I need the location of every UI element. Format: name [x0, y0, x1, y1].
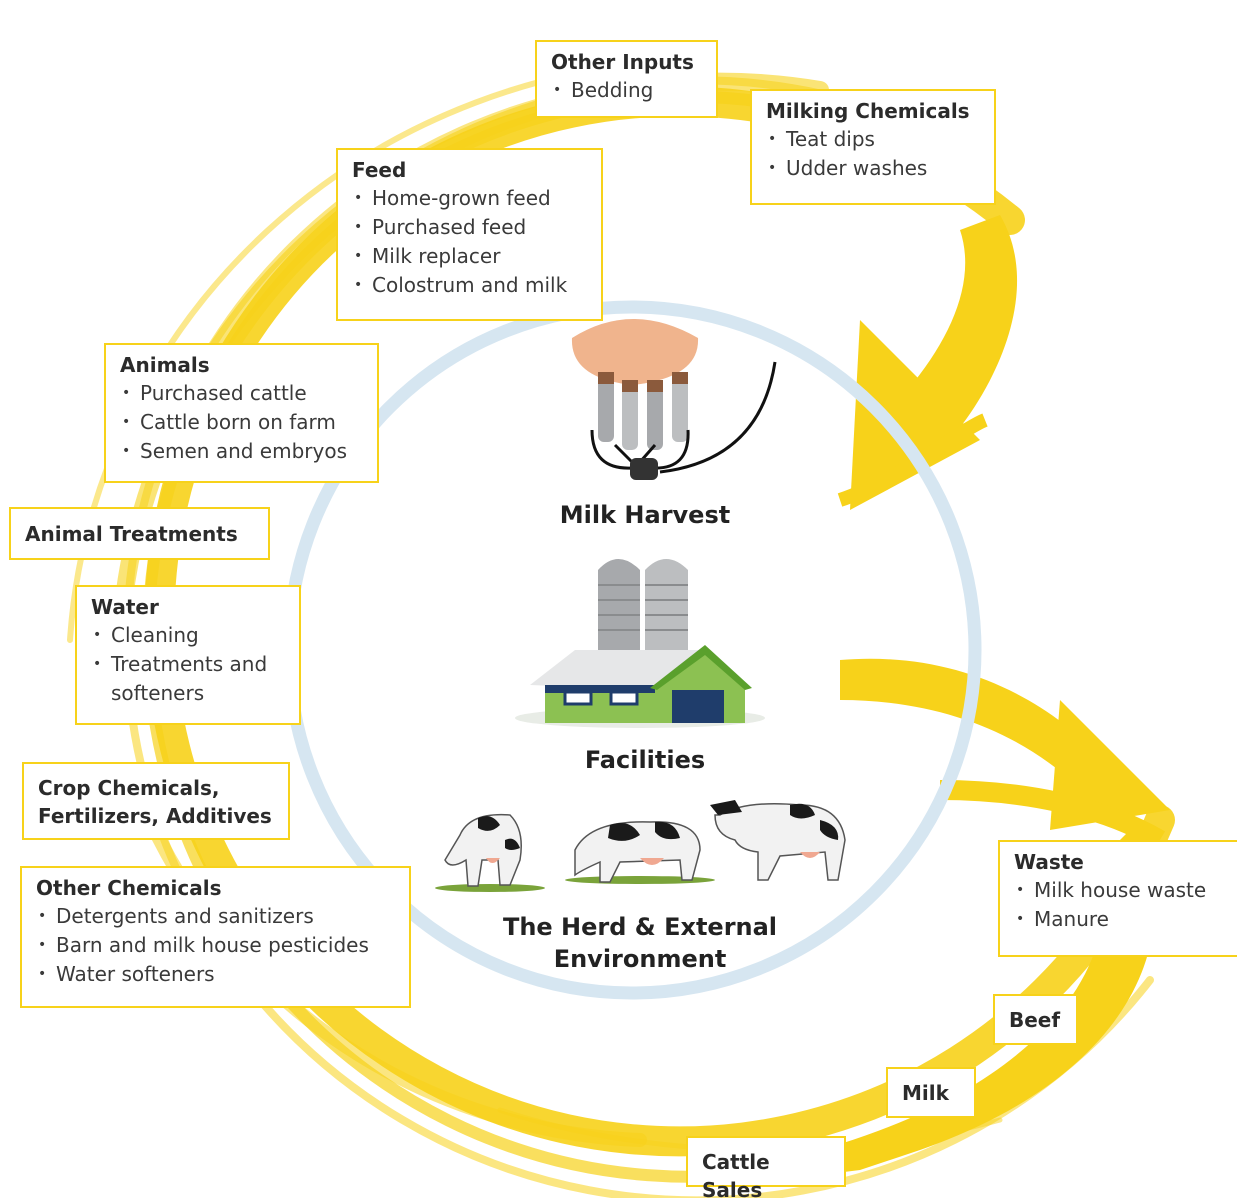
list-item-continuation: softeners — [111, 681, 205, 705]
crop-chemicals-box: Crop Chemicals, Fertilizers, Additives — [22, 762, 290, 840]
list-item: Water softeners — [36, 960, 395, 989]
cow-icon — [435, 800, 846, 892]
facilities-label: Facilities — [584, 746, 706, 774]
herd-label-line1: The Herd & External — [502, 913, 778, 941]
beef-title: Beef — [1009, 1008, 1061, 1032]
list-item: Milk house waste — [1014, 876, 1223, 905]
list-item: Home-grown feed — [352, 184, 587, 213]
milk-box: Milk — [886, 1067, 976, 1118]
other-chemicals-title: Other Chemicals — [36, 876, 222, 900]
water-box: Water Cleaning Treatments and softeners — [75, 585, 301, 725]
milking-chemicals-box: Milking Chemicals Teat dips Udder washes — [750, 89, 996, 205]
list-item: Detergents and sanitizers — [36, 902, 395, 931]
waste-title: Waste — [1014, 850, 1084, 874]
other-inputs-box: Other Inputs Bedding — [535, 40, 718, 118]
list-item: Manure — [1014, 905, 1223, 934]
other-inputs-title: Other Inputs — [551, 50, 694, 74]
list-item: Udder washes — [766, 154, 980, 183]
barn-icon — [515, 559, 765, 728]
list-item: Teat dips — [766, 125, 980, 154]
list-item: Barn and milk house pesticides — [36, 931, 395, 960]
milk-title: Milk — [902, 1081, 949, 1105]
feed-title: Feed — [352, 158, 407, 182]
list-item: Colostrum and milk — [352, 271, 587, 300]
beef-box: Beef — [993, 994, 1078, 1045]
cattle-sales-title: Cattle Sales — [702, 1150, 770, 1202]
milking-chemicals-title: Milking Chemicals — [766, 99, 970, 123]
list-item: Semen and embryos — [120, 437, 363, 466]
input-arrow — [837, 215, 1018, 510]
waste-box: Waste Milk house waste Manure — [998, 840, 1237, 957]
animals-box: Animals Purchased cattle Cattle born on … — [104, 343, 379, 483]
herd-label-line2: Environment — [553, 945, 727, 973]
milk-harvest-label: Milk Harvest — [559, 501, 731, 529]
list-item: Cattle born on farm — [120, 408, 363, 437]
list-item: Purchased feed — [352, 213, 587, 242]
animal-treatments-box: Animal Treatments — [9, 507, 270, 560]
animal-treatments-title: Animal Treatments — [25, 522, 238, 546]
milking-claw-icon — [571, 319, 777, 480]
list-item: Treatments and — [91, 650, 285, 679]
list-item: Bedding — [551, 76, 702, 105]
list-item: Cleaning — [91, 621, 285, 650]
water-title: Water — [91, 595, 159, 619]
list-item: Purchased cattle — [120, 379, 363, 408]
crop-chemicals-title-line2: Fertilizers, Additives — [38, 804, 272, 828]
list-item: Milk replacer — [352, 242, 587, 271]
crop-chemicals-title-line1: Crop Chemicals, — [38, 776, 220, 800]
animals-title: Animals — [120, 353, 210, 377]
feed-box: Feed Home-grown feed Purchased feed Milk… — [336, 148, 603, 321]
other-chemicals-box: Other Chemicals Detergents and sanitizer… — [20, 866, 411, 1008]
cattle-sales-box: Cattle Sales — [686, 1136, 846, 1202]
